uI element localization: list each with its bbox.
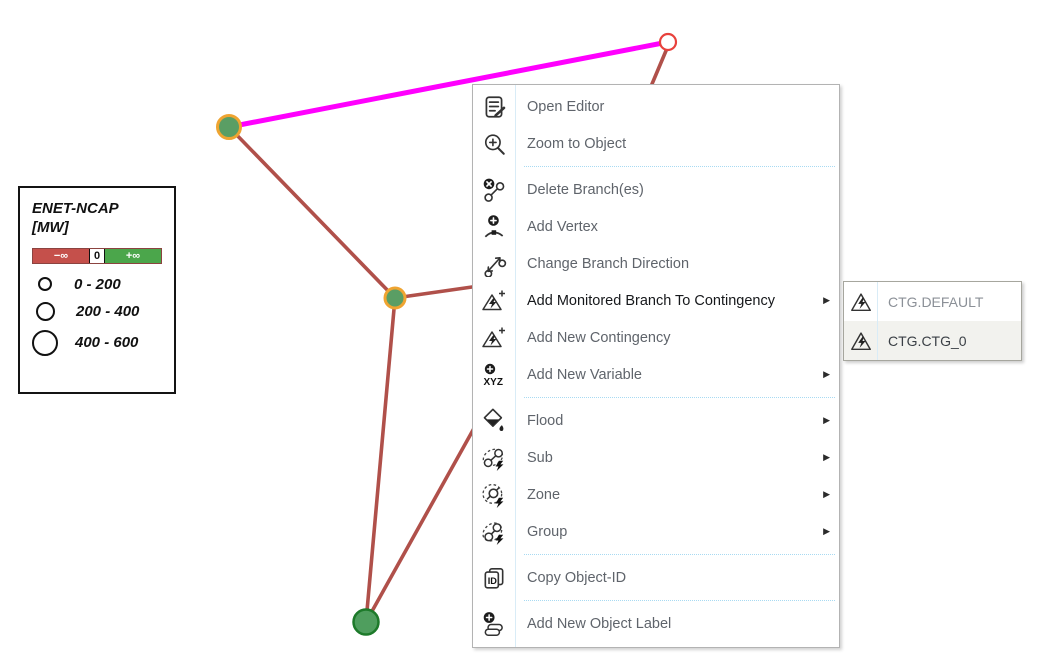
- menu-separator: [473, 162, 839, 171]
- menu-item-label: Open Editor: [527, 98, 605, 115]
- copy-object-id-icon: ID: [473, 565, 515, 591]
- menu-item-open-editor[interactable]: Open Editor: [473, 88, 839, 125]
- submenu-arrow-icon: ▶: [823, 369, 830, 379]
- legend-title-line2: [MW]: [32, 218, 69, 236]
- add-new-contingency-icon: [473, 325, 515, 351]
- selected-branch[interactable]: [226, 39, 671, 130]
- submenu-item-label: CTG.DEFAULT: [888, 293, 984, 310]
- menu-item-copy-object-id[interactable]: ID Copy Object-ID: [473, 559, 839, 596]
- menu-item-label: Group: [527, 523, 568, 540]
- change-branch-direction-icon: [473, 251, 515, 277]
- menu-item-zone[interactable]: Zone ▶: [473, 476, 839, 513]
- open-editor-icon: [473, 94, 515, 120]
- contingency-submenu: CTG.DEFAULT CTG.CTG_0: [843, 281, 1022, 361]
- scale-zero-marker: 0: [89, 248, 105, 263]
- size-circle-large: [32, 329, 58, 356]
- size-circle-medium: [36, 301, 55, 321]
- menu-item-label: Add New Object Label: [527, 615, 672, 632]
- size-label: 0 - 200: [74, 275, 121, 293]
- menu-item-delete-branches[interactable]: Delete Branch(es): [473, 171, 839, 208]
- size-circle-small: [38, 277, 52, 291]
- context-menu: Open Editor Zoom to Object Delete Branch…: [472, 84, 840, 648]
- branch[interactable]: [364, 296, 397, 624]
- menu-item-flood[interactable]: Flood ▶: [473, 402, 839, 439]
- menu-item-sub[interactable]: Sub ▶: [473, 439, 839, 476]
- legend-panel: ENET-NCAP [MW] −∞ 0 +∞ 0 - 200 200 - 400…: [18, 186, 176, 394]
- submenu-arrow-icon: ▶: [823, 489, 830, 499]
- add-new-object-label-icon: [473, 611, 515, 637]
- icon-column-divider: [515, 85, 516, 647]
- legend-title-line1: ENET-NCAP: [32, 200, 119, 217]
- menu-separator: [473, 596, 839, 605]
- menu-item-add-vertex[interactable]: Add Vertex: [473, 208, 839, 245]
- delete-branch-icon: [473, 177, 515, 203]
- menu-item-group[interactable]: Group ▶: [473, 513, 839, 550]
- menu-item-add-new-contingency[interactable]: Add New Contingency: [473, 319, 839, 356]
- submenu-arrow-icon: ▶: [823, 452, 830, 462]
- svg-text:ID: ID: [488, 575, 498, 585]
- open-vertex[interactable]: [658, 32, 678, 52]
- size-label: 200 - 400: [76, 302, 140, 320]
- size-label: 400 - 600: [75, 334, 139, 351]
- add-new-variable-icon: XYZ: [473, 362, 515, 388]
- menu-item-label: Change Branch Direction: [527, 255, 690, 272]
- flood-icon: [473, 408, 515, 434]
- menu-item-add-new-object-label[interactable]: Add New Object Label: [473, 605, 839, 642]
- legend-size-row: 400 - 600: [32, 329, 164, 356]
- scale-negative-segment: −∞: [33, 248, 89, 263]
- add-vertex-icon: [473, 214, 515, 240]
- branch[interactable]: [227, 125, 397, 300]
- menu-item-label: Add Monitored Branch To Contingency: [527, 292, 775, 309]
- menu-item-add-new-variable[interactable]: XYZ Add New Variable ▶: [473, 356, 839, 393]
- legend-color-scale: −∞ 0 +∞: [32, 247, 162, 264]
- menu-item-label: Zone: [527, 486, 561, 503]
- zoom-to-object-icon: [473, 131, 515, 157]
- menu-item-change-branch-direction[interactable]: Change Branch Direction: [473, 245, 839, 282]
- contingency-triangle-icon: [844, 282, 878, 321]
- legend-title: ENET-NCAP [MW]: [32, 200, 164, 238]
- scale-positive-segment: +∞: [105, 248, 161, 263]
- menu-separator: [473, 393, 839, 402]
- submenu-arrow-icon: ▶: [823, 295, 830, 305]
- sub-icon: [473, 445, 515, 471]
- bus-node-selected[interactable]: [383, 286, 407, 310]
- menu-item-label: Delete Branch(es): [527, 181, 644, 198]
- menu-item-add-monitored-branch-to-contingency[interactable]: Add Monitored Branch To Contingency ▶: [473, 282, 839, 319]
- svg-text:XYZ: XYZ: [484, 377, 503, 388]
- submenu-arrow-icon: ▶: [823, 415, 830, 425]
- add-monitored-branch-icon: [473, 288, 515, 314]
- menu-item-zoom-to-object[interactable]: Zoom to Object: [473, 125, 839, 162]
- submenu-item-ctg-ctg-0[interactable]: CTG.CTG_0: [844, 321, 1021, 360]
- bus-node-selected[interactable]: [216, 114, 242, 140]
- submenu-item-ctg-default[interactable]: CTG.DEFAULT: [844, 282, 1021, 321]
- menu-item-label: Add New Contingency: [527, 329, 671, 346]
- legend-size-row: 200 - 400: [32, 301, 164, 321]
- contingency-triangle-icon: [844, 321, 878, 360]
- legend-size-row: 0 - 200: [32, 276, 164, 293]
- group-icon: [473, 519, 515, 545]
- submenu-item-label: CTG.CTG_0: [888, 332, 967, 349]
- menu-separator: [473, 550, 839, 559]
- menu-item-label: Flood: [527, 412, 564, 429]
- menu-item-label: Add New Variable: [527, 366, 642, 383]
- menu-item-label: Copy Object-ID: [527, 569, 627, 586]
- branch[interactable]: [364, 394, 494, 624]
- menu-item-label: Zoom to Object: [527, 135, 627, 152]
- bus-node[interactable]: [352, 608, 380, 636]
- submenu-arrow-icon: ▶: [823, 526, 830, 536]
- menu-item-label: Add Vertex: [527, 218, 598, 235]
- menu-item-label: Sub: [527, 449, 553, 466]
- zone-icon: [473, 482, 515, 508]
